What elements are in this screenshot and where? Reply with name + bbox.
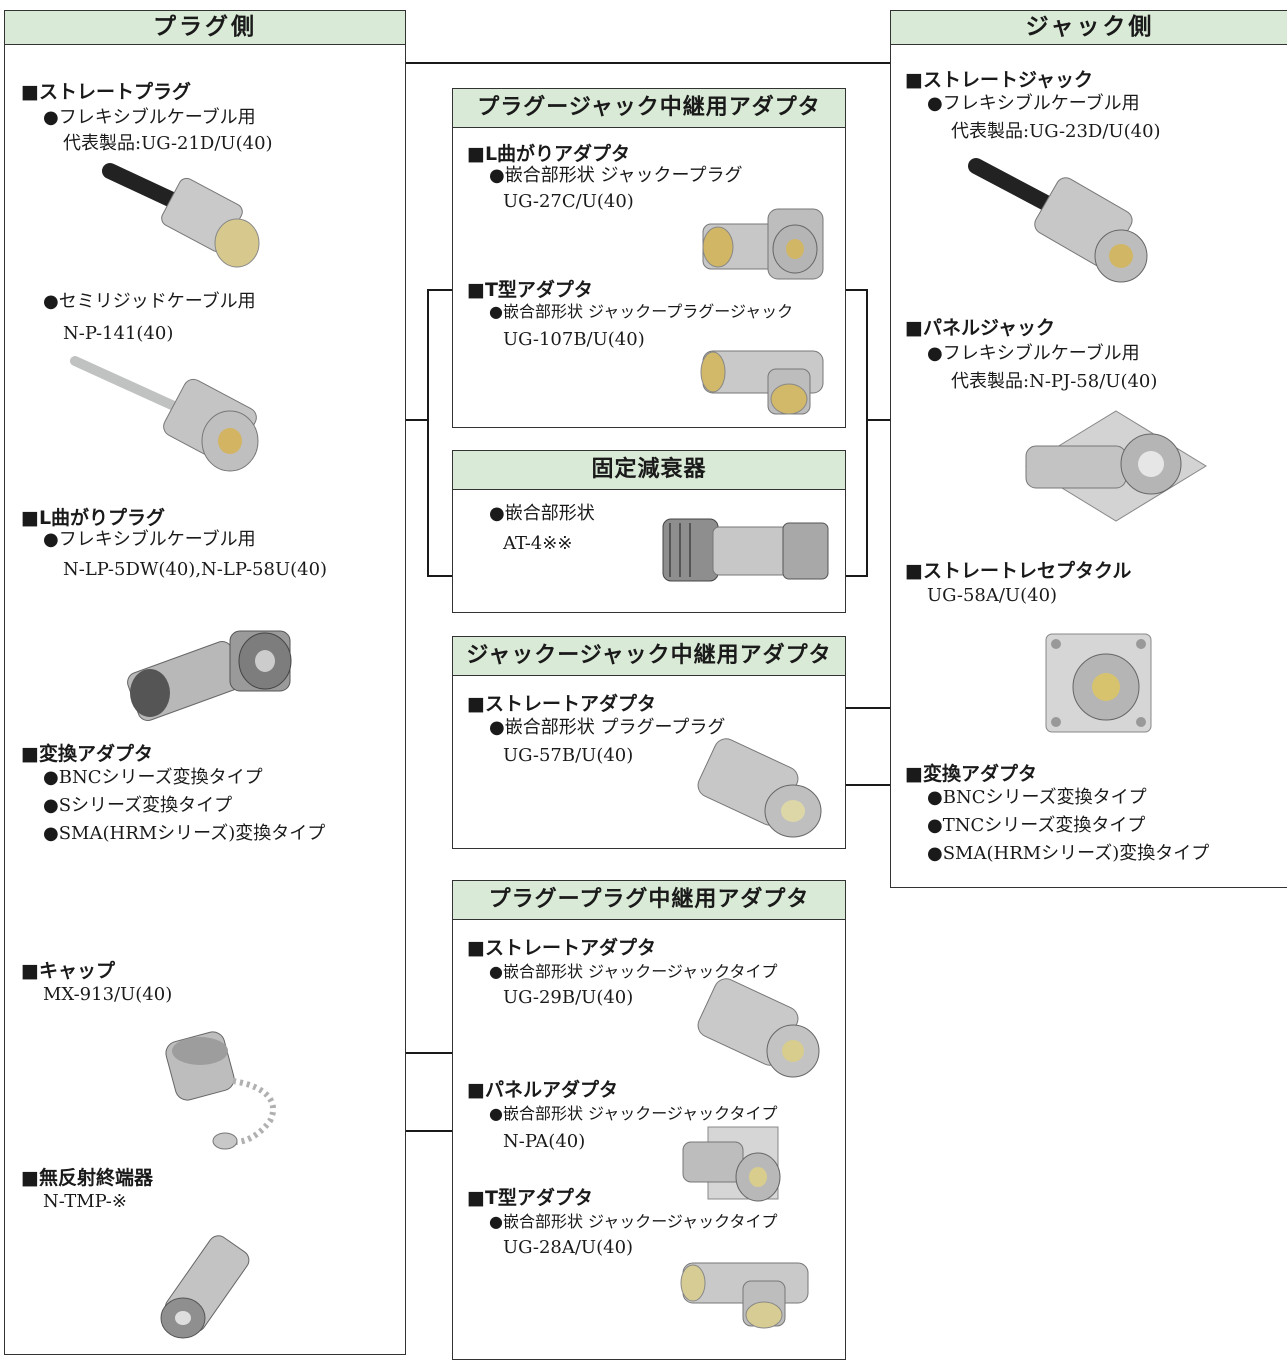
connector-right-bracket-top	[845, 289, 868, 291]
plug-side-header: プラグ側	[5, 11, 405, 45]
attenuator-header: 固定減衰器	[453, 451, 845, 490]
connector-right-stub-mid	[866, 419, 890, 421]
straight-jack-label: フレキシブルケーブル用	[927, 93, 1140, 115]
plug-plug-adapter-box: プラグープラグ中継用アダプタ ストレートアダプタ 嵌合部形状 ジャックージャック…	[452, 880, 846, 1360]
t-adapter-pj-photo	[700, 350, 824, 415]
cap-photo	[165, 1031, 277, 1150]
jack-jack-adapter-box: ジャックージャック中継用アダプタ ストレートアダプタ 嵌合部形状 プラグープラグ…	[452, 636, 846, 849]
straight-jack-title: ストレートジャック	[905, 65, 1093, 92]
panel-jack-photo	[1025, 410, 1207, 522]
plug-side-panel: プラグ側 ストレートプラグ フレキシブルケーブル用 代表製品:UG-21D/U(…	[4, 10, 406, 1355]
connector-jj-right-1	[845, 707, 890, 709]
plug-jack-adapter-box: プラグージャック中継用アダプタ L曲がりアダプタ 嵌合部形状 ジャックープラグ …	[452, 88, 846, 428]
connector-line-top	[405, 62, 890, 64]
plug-plug-adapter-header: プラグープラグ中継用アダプタ	[453, 881, 845, 920]
t-adapter-pj-model: UG-107B/U(40)	[503, 329, 645, 350]
plug-conversion-title: 変換アダプタ	[21, 739, 153, 766]
pp-panel-photo	[682, 1126, 781, 1202]
jj-straight-title: ストレートアダプタ	[467, 689, 656, 716]
pp-straight-model: UG-29B/U(40)	[503, 987, 634, 1008]
pp-straight-photo	[697, 978, 820, 1078]
straight-plug-flex-model: 代表製品:UG-21D/U(40)	[63, 133, 273, 154]
straight-jack-photo	[968, 158, 1148, 283]
receptacle-photo	[1045, 633, 1152, 733]
pp-panel-shape: 嵌合部形状 ジャックージャックタイプ	[489, 1103, 778, 1125]
receptacle-title: ストレートレセプタクル	[905, 556, 1131, 583]
jack-conversion-title: 変換アダプタ	[905, 759, 1037, 786]
straight-plug-semi-photo	[70, 356, 259, 472]
straight-plug-title: ストレートプラグ	[21, 77, 191, 104]
jack-conversion-item-2: TNCシリーズ変換タイプ	[927, 815, 1146, 837]
l-adapter-shape: 嵌合部形状 ジャックープラグ	[489, 165, 743, 187]
plug-conversion-item-2: Sシリーズ変換タイプ	[43, 795, 232, 817]
attenuator-shape: 嵌合部形状	[489, 503, 595, 525]
pp-panel-title: パネルアダプタ	[467, 1075, 618, 1102]
connector-pp-left-2	[405, 1130, 452, 1132]
pp-straight-shape: 嵌合部形状 ジャックージャックタイプ	[489, 961, 778, 983]
connector-jj-right-2	[845, 784, 890, 786]
jj-straight-photo	[697, 738, 822, 838]
jack-conversion-item-3: SMA(HRMシリーズ)変換タイプ	[927, 843, 1210, 865]
straight-jack-model: 代表製品:UG-23D/U(40)	[951, 121, 1161, 142]
jack-side-header: ジャック側	[891, 11, 1287, 45]
pp-t-adapter-photo	[680, 1262, 809, 1329]
pp-panel-model: N-PA(40)	[503, 1131, 586, 1152]
l-adapter-photo	[702, 208, 824, 280]
jack-jack-adapter-header: ジャックージャック中継用アダプタ	[453, 637, 845, 676]
jack-side-panel: ジャック側 ストレートジャック フレキシブルケーブル用 代表製品:UG-23D/…	[890, 10, 1287, 888]
attenuator-photo	[662, 518, 829, 582]
plug-conversion-item-1: BNCシリーズ変換タイプ	[43, 767, 263, 789]
terminator-title: 無反射終端器	[21, 1163, 153, 1190]
straight-plug-semi-model: N-P-141(40)	[63, 323, 174, 344]
panel-jack-title: パネルジャック	[905, 313, 1055, 340]
straight-plug-semi-label: セミリジッドケーブル用	[43, 291, 256, 313]
pp-t-adapter-shape: 嵌合部形状 ジャックージャックタイプ	[489, 1211, 778, 1233]
connector-left-bracket-vertical	[427, 289, 429, 577]
connector-left-bracket-bottom	[427, 575, 452, 577]
straight-plug-flex-label: フレキシブルケーブル用	[43, 107, 256, 129]
plug-jack-adapter-header: プラグージャック中継用アダプタ	[453, 89, 845, 128]
l-plug-photo	[127, 630, 292, 721]
terminator-photo	[160, 1235, 250, 1339]
attenuator-model: AT-4※※	[503, 533, 573, 554]
jack-conversion-item-1: BNCシリーズ変換タイプ	[927, 787, 1147, 809]
cap-model: MX-913/U(40)	[43, 984, 173, 1005]
pp-t-adapter-title: T型アダプタ	[467, 1183, 593, 1210]
pp-straight-title: ストレートアダプタ	[467, 933, 656, 960]
connector-right-bracket-bottom	[845, 575, 868, 577]
receptacle-model: UG-58A/U(40)	[927, 585, 1058, 606]
l-plug-model: N-LP-5DW(40),N-LP-58U(40)	[63, 559, 328, 580]
l-adapter-model: UG-27C/U(40)	[503, 191, 634, 212]
connector-left-bracket-top	[427, 289, 452, 291]
straight-plug-flex-photo	[102, 163, 260, 268]
connector-left-stub-mid	[405, 419, 429, 421]
panel-jack-label: フレキシブルケーブル用	[927, 343, 1140, 365]
connector-pp-left-1	[405, 1052, 452, 1054]
jj-straight-model: UG-57B/U(40)	[503, 745, 634, 766]
pp-t-adapter-model: UG-28A/U(40)	[503, 1237, 634, 1258]
l-plug-label: フレキシブルケーブル用	[43, 529, 256, 551]
t-adapter-pj-title: T型アダプタ	[467, 275, 593, 302]
l-plug-title: L曲がりプラグ	[21, 503, 165, 530]
jj-straight-shape: 嵌合部形状 プラグープラグ	[489, 717, 726, 739]
l-adapter-title: L曲がりアダプタ	[467, 139, 630, 166]
cap-title: キャップ	[21, 956, 115, 983]
panel-jack-model: 代表製品:N-PJ-58/U(40)	[951, 371, 1158, 392]
terminator-model: N-TMP-※	[43, 1191, 127, 1212]
connector-right-bracket-vertical	[866, 289, 868, 577]
attenuator-box: 固定減衰器 嵌合部形状 AT-4※※	[452, 450, 846, 613]
plug-conversion-item-3: SMA(HRMシリーズ)変換タイプ	[43, 823, 326, 845]
t-adapter-pj-shape: 嵌合部形状 ジャックープラグージャック	[489, 301, 793, 323]
